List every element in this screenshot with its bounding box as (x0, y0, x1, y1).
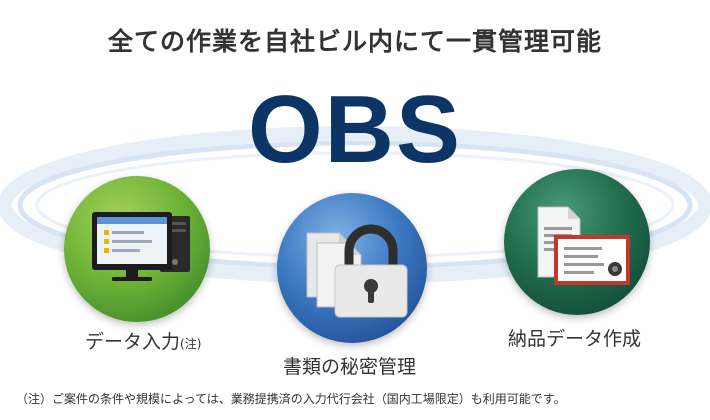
desktop-computer-icon (92, 212, 190, 281)
data-entry-circle (64, 176, 210, 322)
confidential-docs-label: 書類の秘密管理 (283, 356, 417, 378)
obs-logo: OBS (247, 76, 463, 183)
confidential-docs-circle (277, 193, 427, 343)
data-entry-note: (注) (180, 337, 202, 351)
delivery-data-label: 納品データ作成 (508, 328, 642, 350)
data-entry-text: データ入力 (85, 331, 181, 353)
certificate-documents-icon (537, 206, 630, 285)
footnote: （注）ご案件の条件や規模によっては、業務提携済の入力代行会社（国内工場限定）も利… (16, 392, 566, 406)
data-entry-label: データ入力(注) (85, 327, 201, 354)
delivery-data-circle (504, 169, 650, 315)
headline: 全ての作業を自社ビル内にて一貫管理可能 (107, 27, 602, 56)
lock-documents-icon (306, 224, 408, 318)
